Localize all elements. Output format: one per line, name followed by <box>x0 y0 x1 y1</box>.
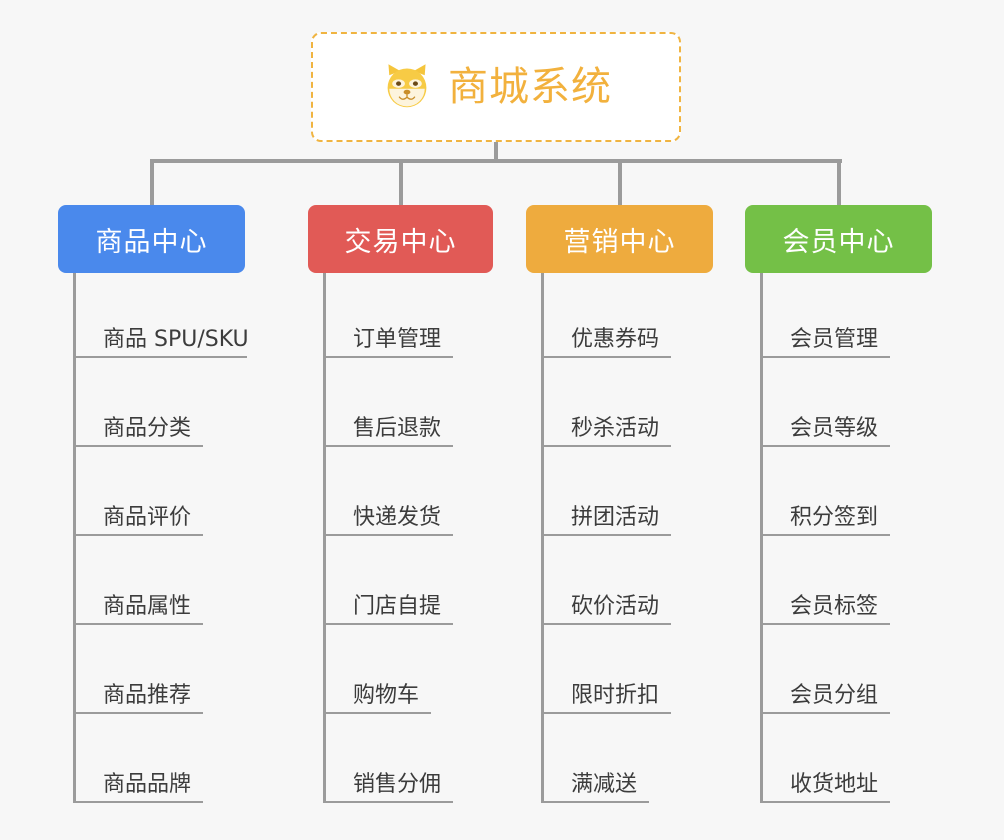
tree-leaf-label: 商品分类 <box>103 415 192 441</box>
tree-leaf-underline <box>73 712 203 714</box>
category-box-1[interactable]: 商品中心 <box>58 205 245 273</box>
tree-leaf-label: 积分签到 <box>790 504 879 530</box>
tree-leaf-item[interactable]: 商品 SPU/SKU <box>73 273 300 362</box>
tree-leaf-label: 商品推荐 <box>103 682 192 708</box>
tree-leaf-underline <box>541 801 649 803</box>
category-box-3[interactable]: 营销中心 <box>526 205 713 273</box>
tree-leaf-underline <box>73 356 247 358</box>
category-label: 商品中心 <box>95 226 208 258</box>
tree-leaf-label: 商品属性 <box>103 593 192 619</box>
tree-leaf-underline <box>323 445 453 447</box>
connector-drop-4 <box>836 159 841 205</box>
tree-leaf-label: 会员管理 <box>790 326 879 352</box>
connector-root-stub <box>494 142 498 163</box>
tree-leaf-underline <box>541 534 671 536</box>
tree-leaf-item[interactable]: 会员标签 <box>760 540 987 629</box>
tree-leaf-underline <box>760 445 890 447</box>
tree-leaf-label: 销售分佣 <box>353 771 442 797</box>
tree-leaf-underline <box>541 445 671 447</box>
tree-leaf-underline <box>73 623 203 625</box>
tree-leaf-label: 满减送 <box>571 771 638 797</box>
tree-leaf-item[interactable]: 商品品牌 <box>73 718 300 807</box>
tree-leaf-item[interactable]: 积分签到 <box>760 451 987 540</box>
tree-leaf-label: 秒杀活动 <box>571 415 660 441</box>
tree-leaf-item[interactable]: 订单管理 <box>323 273 548 362</box>
tree-leaf-underline <box>323 623 453 625</box>
root-title: 商城系统 <box>448 64 612 110</box>
category-label: 会员中心 <box>782 226 895 258</box>
tree-leaf-label: 快递发货 <box>353 504 442 530</box>
tree-leaf-underline <box>323 356 453 358</box>
tree-leaf-item[interactable]: 会员管理 <box>760 273 987 362</box>
tree-leaf-underline <box>73 445 203 447</box>
tree-leaf-label: 售后退款 <box>353 415 442 441</box>
category-label: 营销中心 <box>563 226 676 258</box>
tree-leaf-item[interactable]: 商品评价 <box>73 451 300 540</box>
tree-leaf-item[interactable]: 购物车 <box>323 629 548 718</box>
tree-leaf-underline <box>760 801 890 803</box>
tree-leaf-item[interactable]: 商品属性 <box>73 540 300 629</box>
tree-leaf-item[interactable]: 优惠券码 <box>541 273 768 362</box>
tree-leaf-item[interactable]: 限时折扣 <box>541 629 768 718</box>
shiba-dog-face-icon <box>380 60 434 114</box>
tree-leaf-label: 购物车 <box>353 682 420 708</box>
tree-leaf-underline <box>73 801 203 803</box>
tree-leaf-label: 收货地址 <box>790 771 879 797</box>
tree-spine <box>760 273 763 803</box>
tree-leaf-underline <box>73 534 203 536</box>
category-label: 交易中心 <box>344 226 457 258</box>
tree-leaf-underline <box>541 712 671 714</box>
tree-leaf-item[interactable]: 销售分佣 <box>323 718 548 807</box>
tree-spine <box>323 273 326 803</box>
tree-column-2: 订单管理售后退款快递发货门店自提购物车销售分佣 <box>323 273 548 807</box>
tree-leaf-item[interactable]: 门店自提 <box>323 540 548 629</box>
tree-leaf-label: 商品 SPU/SKU <box>103 326 249 352</box>
connector-drop-1 <box>149 159 154 205</box>
category-box-4[interactable]: 会员中心 <box>745 205 932 273</box>
tree-leaf-item[interactable]: 商品分类 <box>73 362 300 451</box>
tree-leaf-item[interactable]: 快递发货 <box>323 451 548 540</box>
tree-leaf-item[interactable]: 会员分组 <box>760 629 987 718</box>
tree-leaf-item[interactable]: 会员等级 <box>760 362 987 451</box>
tree-leaf-label: 限时折扣 <box>571 682 660 708</box>
tree-leaf-underline <box>760 623 890 625</box>
connector-drop-2 <box>398 159 403 205</box>
tree-spine <box>541 273 544 803</box>
tree-leaf-label: 商品品牌 <box>103 771 192 797</box>
tree-leaf-label: 订单管理 <box>353 326 442 352</box>
connector-horizontal-bar <box>150 159 842 163</box>
tree-leaf-label: 门店自提 <box>353 593 442 619</box>
tree-leaf-label: 商品评价 <box>103 504 192 530</box>
tree-spine <box>73 273 76 803</box>
tree-leaf-underline <box>541 623 671 625</box>
tree-leaf-item[interactable]: 售后退款 <box>323 362 548 451</box>
tree-leaf-item[interactable]: 拼团活动 <box>541 451 768 540</box>
tree-leaf-label: 拼团活动 <box>571 504 660 530</box>
tree-column-3: 优惠券码秒杀活动拼团活动砍价活动限时折扣满减送 <box>541 273 768 807</box>
tree-leaf-underline <box>760 712 890 714</box>
tree-leaf-underline <box>541 356 671 358</box>
tree-leaf-label: 会员分组 <box>790 682 879 708</box>
tree-leaf-underline <box>760 356 890 358</box>
tree-leaf-underline <box>323 712 431 714</box>
tree-leaf-underline <box>323 801 453 803</box>
root-node[interactable]: 商城系统 <box>311 32 681 142</box>
tree-leaf-label: 会员标签 <box>790 593 879 619</box>
tree-leaf-underline <box>323 534 453 536</box>
tree-leaf-item[interactable]: 满减送 <box>541 718 768 807</box>
tree-column-4: 会员管理会员等级积分签到会员标签会员分组收货地址 <box>760 273 987 807</box>
tree-column-1: 商品 SPU/SKU 商品分类商品评价商品属性商品推荐商品品牌 <box>73 273 300 807</box>
tree-leaf-item[interactable]: 商品推荐 <box>73 629 300 718</box>
tree-leaf-label: 会员等级 <box>790 415 879 441</box>
tree-leaf-item[interactable]: 砍价活动 <box>541 540 768 629</box>
tree-leaf-label: 优惠券码 <box>571 326 660 352</box>
tree-leaf-label: 砍价活动 <box>571 593 660 619</box>
connector-drop-3 <box>617 159 622 205</box>
tree-leaf-underline <box>760 534 890 536</box>
category-box-2[interactable]: 交易中心 <box>308 205 493 273</box>
tree-leaf-item[interactable]: 收货地址 <box>760 718 987 807</box>
tree-leaf-item[interactable]: 秒杀活动 <box>541 362 768 451</box>
